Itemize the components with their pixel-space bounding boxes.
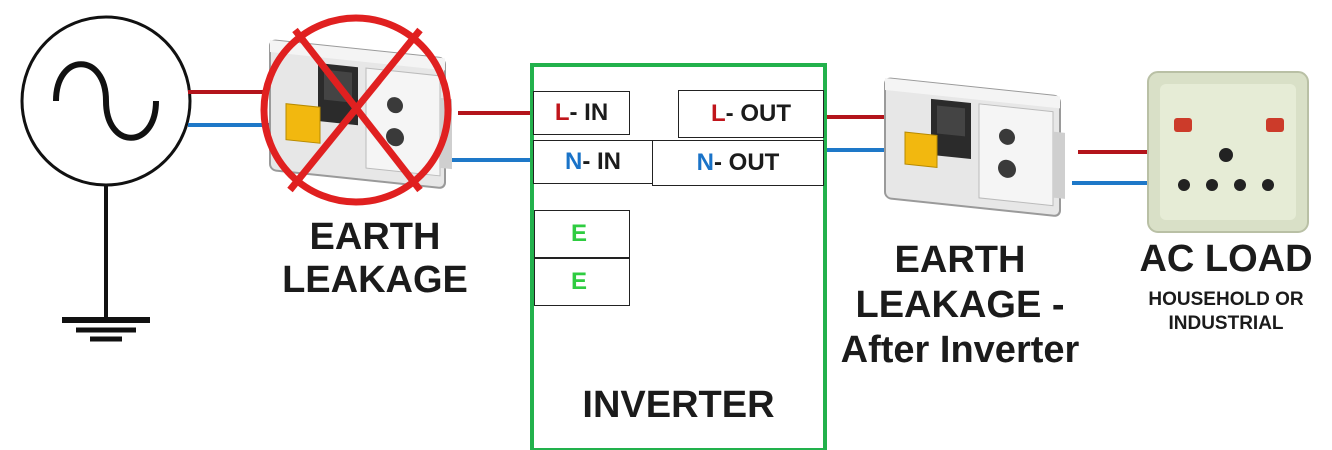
terminal-earth-2: E (534, 258, 630, 306)
earth-leakage-after-label: EARTH LEAKAGE - After Inverter (840, 239, 1080, 371)
inverter-box (530, 63, 827, 450)
earth-leakage-label: EARTH LEAKAGE (282, 216, 468, 301)
terminal-l-in: L - IN (533, 91, 630, 135)
terminal-n-out: N - OUT (652, 140, 824, 186)
prohibited-cross-icon (260, 14, 452, 206)
wall-socket-icon (1147, 71, 1309, 233)
breaker-icon (884, 77, 1065, 217)
ground-icon (62, 185, 150, 342)
ac-load-sublabel: HOUSEHOLD OR INDUSTRIAL (1148, 289, 1304, 334)
ac-load-label: AC LOAD (1139, 238, 1313, 280)
inverter-label: INVERTER (582, 384, 775, 426)
terminal-n-in: N - IN (533, 140, 653, 184)
ac-source-icon (20, 15, 192, 187)
terminal-l-out: L - OUT (678, 90, 824, 138)
terminal-earth-1: E (534, 210, 630, 258)
